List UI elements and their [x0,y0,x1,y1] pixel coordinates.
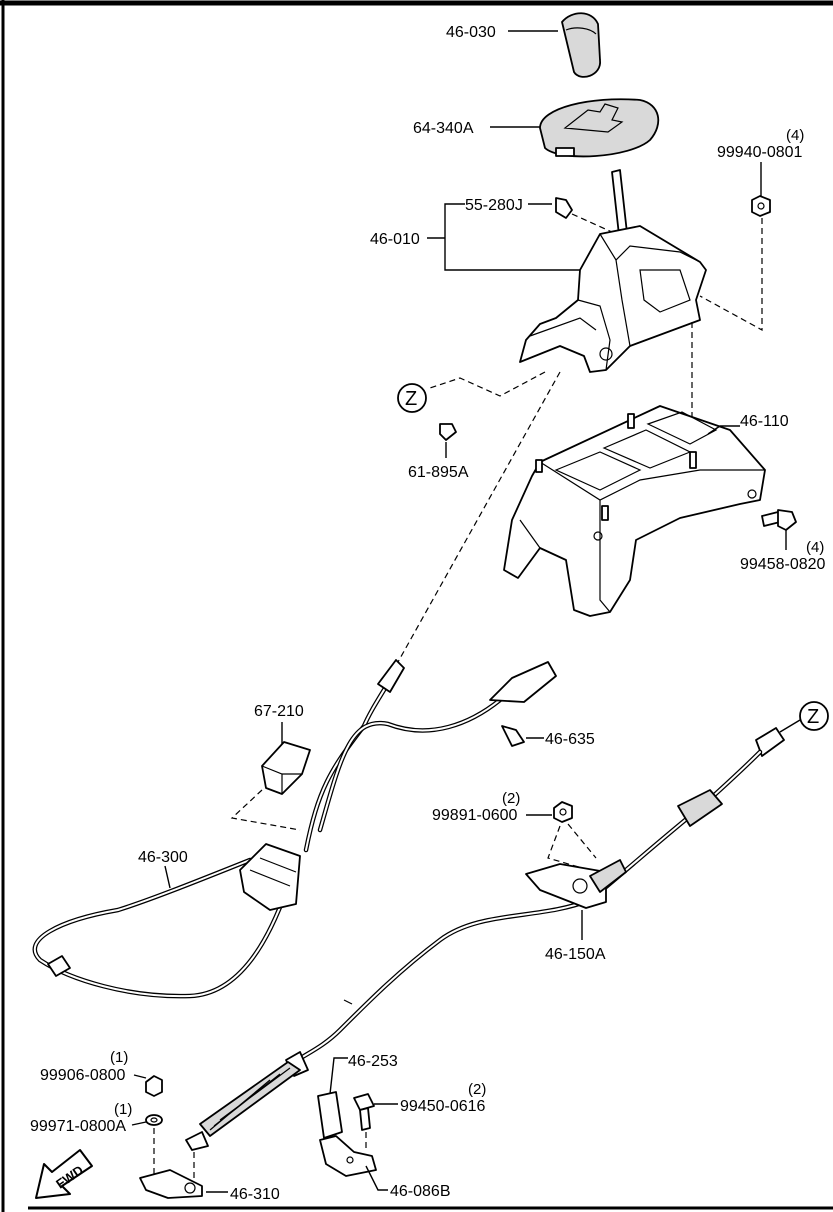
ref-z-top: Z [405,388,417,410]
lever-46-310[interactable] [139,1169,203,1199]
label-61-895A: 61-895A [408,464,469,481]
reference-circle-z-top [397,383,427,413]
bracket-46-253[interactable] [317,1091,343,1139]
qty-99971-0800A: (1) [114,1101,132,1118]
bolt-99450-0616[interactable] [353,1093,375,1131]
washer-99971-0800A[interactable] [145,1114,163,1126]
qty-99940-0801: (4) [786,127,804,144]
bracket-46-086B[interactable] [319,1135,377,1177]
label-46-310: 46-310 [230,1186,280,1203]
label-46-300: 46-300 [138,849,188,866]
label-46-086B: 46-086B [390,1183,451,1200]
label-55-280J: 55-280J [465,197,523,214]
main-shift-cable[interactable] [185,727,785,1151]
qty-99906-0800: (1) [110,1049,128,1066]
label-99891-0600: 99891-0600 [432,807,518,824]
fwd-arrow-icon: FWD [35,1149,93,1199]
qty-99458-0820: (4) [806,539,824,556]
clip-61-895A[interactable] [439,423,457,441]
nut-99891-0600[interactable] [553,801,573,823]
shift-cable-harness-46-300[interactable] [32,659,557,999]
bolt-99458-0820[interactable] [761,509,797,531]
label-67-210: 67-210 [254,703,304,720]
nut-99940-0801[interactable] [751,195,771,217]
shift-knob[interactable] [561,12,601,78]
label-46-635: 46-635 [545,731,595,748]
label-64-340A: 64-340A [413,120,474,137]
qty-99891-0600: (2) [502,790,520,807]
label-46-010: 46-010 [370,231,420,248]
bulb-55-280J[interactable] [555,197,573,219]
label-46-150A: 46-150A [545,946,606,963]
bracket-46-150A[interactable] [525,859,627,909]
shift-lever-assembly[interactable] [519,169,707,373]
ref-z-right: Z [807,706,819,728]
label-99940-0801: 99940-0801 [717,144,803,161]
label-46-110: 46-110 [740,413,789,430]
label-99450-0616: 99450-0616 [400,1098,486,1115]
qty-99450-0616: (2) [468,1081,486,1098]
reference-circle-z-right [799,701,829,731]
label-46-030: 46-030 [446,24,496,41]
label-46-253: 46-253 [348,1053,398,1070]
module-67-210[interactable] [261,741,311,795]
nut-99906-0800[interactable] [145,1075,163,1097]
label-99458-0820: 99458-0820 [740,556,826,573]
indicator-panel[interactable] [539,98,660,158]
label-99906-0800: 99906-0800 [40,1067,126,1084]
clip-46-635[interactable] [501,725,525,747]
label-99971-0800A: 99971-0800A [30,1118,126,1135]
bracket-46-110[interactable] [503,405,766,617]
